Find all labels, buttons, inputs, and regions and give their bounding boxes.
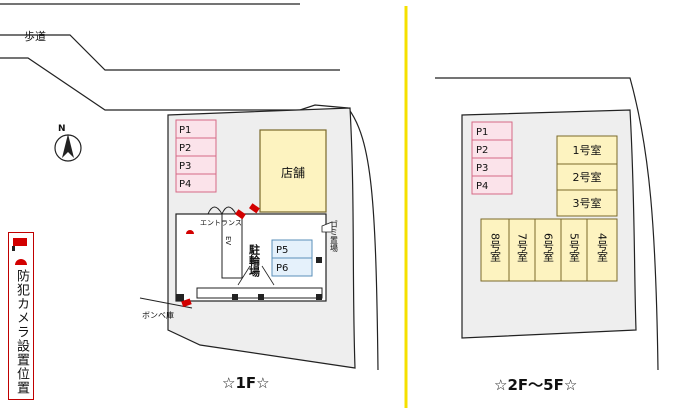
parking-1f-p1: P1 — [179, 125, 191, 136]
parking-upper: P1 P2 P3 P4 — [471, 121, 513, 195]
parking-p5: P5 — [276, 245, 288, 256]
room-5: 5号室 — [568, 233, 581, 262]
ev-label: EV — [224, 236, 232, 245]
room-3: 3号室 — [573, 196, 602, 210]
parking-upper-p4: P4 — [476, 181, 488, 192]
shop-label: 店舗 — [281, 166, 305, 180]
garbage-icon — [321, 221, 333, 233]
ev-shaft — [221, 213, 243, 279]
sidewalk-label: 歩道 — [24, 29, 46, 43]
rooms-stack: 1号室 2号室 3号室 — [556, 135, 618, 217]
garbage-label: ゴミ置場 — [330, 219, 339, 253]
room-7: 7号室 — [516, 233, 529, 262]
gas-cylinder-label: ボンベ庫 — [142, 310, 174, 320]
room-4: 4号室 — [596, 233, 609, 262]
room-2: 2号室 — [573, 170, 602, 184]
shop-block — [259, 129, 327, 213]
road-lines-upper — [435, 77, 659, 371]
camera-icon — [181, 203, 260, 308]
parking-upper-p1: P1 — [476, 127, 488, 138]
caption-1f: ☆1F☆ — [222, 374, 270, 392]
rooms-row: 8号室 7号室 6号室 5号室 4号室 — [480, 218, 618, 282]
parking-p6: P6 — [276, 263, 288, 274]
north-label: N — [58, 124, 66, 134]
parking-bike: P5 P6 — [271, 239, 313, 277]
bicycle-parking-label: 駐輪場 — [248, 243, 261, 278]
room-8: 8号室 — [489, 233, 502, 262]
parking-1f-p2: P2 — [179, 143, 191, 154]
parking-upper-p3: P3 — [476, 163, 488, 174]
camera-legend-icon — [12, 238, 27, 265]
room-6: 6号室 — [542, 233, 555, 262]
north-arrow-icon: N — [54, 124, 82, 162]
caption-upper: ☆2F～5F☆ — [494, 376, 578, 394]
entrance-label: エントランス — [200, 219, 242, 227]
legend-title: 防犯カメラ設置位置 — [14, 269, 29, 395]
road-lines — [0, 3, 379, 371]
parking-1f: P1 P2 P3 P4 — [175, 119, 217, 193]
parking-upper-p2: P2 — [476, 145, 488, 156]
parking-1f-p3: P3 — [179, 161, 191, 172]
camera-legend: 防犯カメラ設置位置 — [8, 232, 34, 400]
parking-1f-p4: P4 — [179, 179, 191, 190]
room-1: 1号室 — [573, 143, 602, 157]
